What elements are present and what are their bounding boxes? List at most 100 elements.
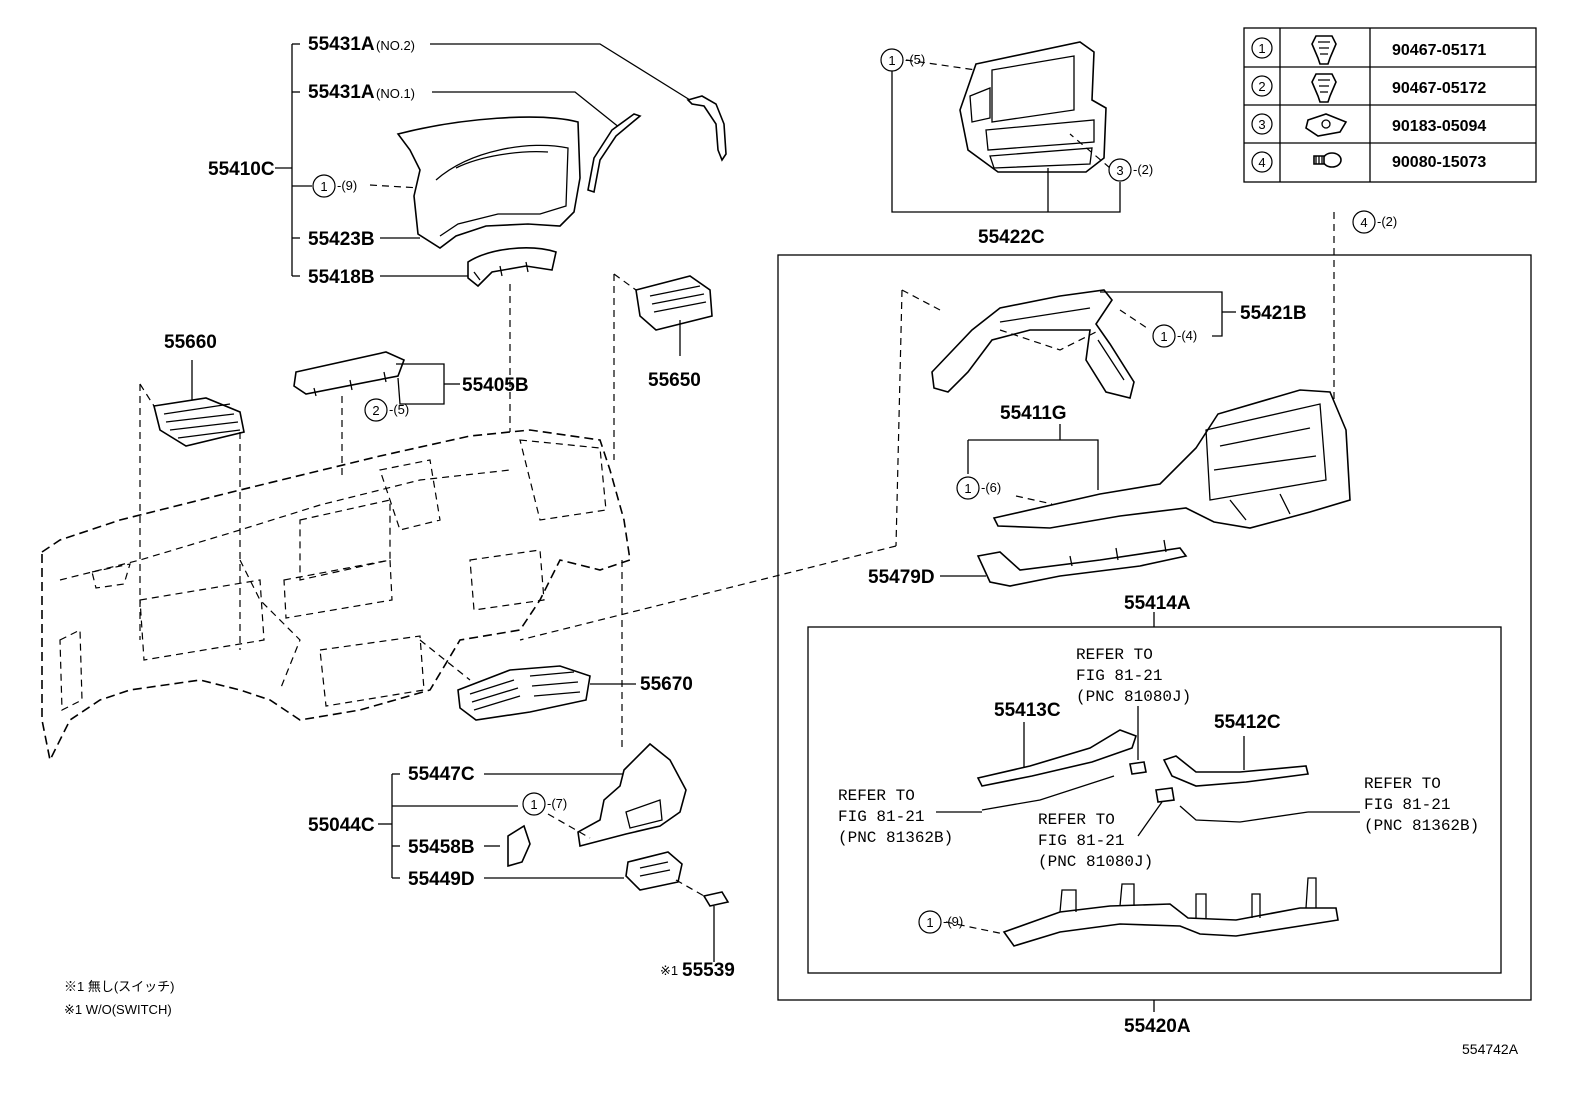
part-55539: 55539 [682,960,735,981]
figure-id: 554742A [1462,1041,1519,1057]
callout-num: 3 [1116,163,1123,178]
legend-num: 3 [1258,117,1265,132]
legend-row-1: 1 90467-05171 [1251,35,1486,65]
part-55411G: 55411G [1000,403,1067,424]
callout-qty: -(5) [389,402,409,417]
legend-row-3: 3 90183-05094 [1251,113,1486,137]
part-55539-mark: ※1 [660,963,678,978]
callout-1-7: 1 -(7) [522,792,567,816]
nut-icon [1305,113,1348,137]
connector-top [1129,761,1147,775]
callout-1-6: 1 -(6) [956,476,1001,500]
callout-qty: -(2) [1377,214,1397,229]
callout-num: 1 [888,53,895,68]
part-55420A: 55420A [1124,1016,1191,1037]
callout-qty: -(9) [337,178,357,193]
callout-num: 1 [926,915,933,930]
part-55431A-no2: 55431A [308,34,375,55]
switch-hole-cover [702,891,730,907]
part-55418B: 55418B [308,267,375,288]
callout-qty: -(5) [905,52,925,67]
part-55412C: 55412C [1214,712,1281,733]
instrument-garnish-55411G [992,389,1351,529]
refer-line: (PNC 81362B) [838,829,953,847]
callout-num: 1 [530,797,537,812]
callout-num: 4 [1360,215,1367,230]
part-55458B: 55458B [408,837,475,858]
refer-note-left: REFER TO FIG 81-21 (PNC 81362B) [838,787,953,847]
legend-row-2: 2 90467-05172 [1251,73,1486,103]
part-55449D: 55449D [408,869,475,890]
trim-strip-55479D [976,547,1188,587]
callout-1-5: 1 -(5) [880,48,925,72]
instrument-panel-outline [41,429,631,763]
part-55660: 55660 [164,332,217,353]
assembly-55420A: 55420A 4 -(2) 1 -(4) 55421B [519,210,1532,1037]
callout-num: 2 [372,403,379,418]
part-55431A-no1-sub: (NO.1) [376,86,415,101]
part-55421B: 55421B [1240,303,1307,324]
callout-3-2: 3 -(2) [1108,158,1153,182]
part-55422C: 55422C [978,227,1045,248]
footnote-english: ※1 W/O(SWITCH) [64,1002,172,1017]
refer-line: (PNC 81080J) [1076,688,1191,706]
refer-note-mid: REFER TO FIG 81-21 (PNC 81080J) [1038,811,1153,871]
refer-line: REFER TO [1038,811,1115,829]
callout-1-4: 1 -(4) [1152,324,1197,348]
side-register-55660: 55660 [139,332,245,650]
refer-line: FIG 81-21 [838,808,924,826]
legend-part-number: 90183-05094 [1392,118,1486,135]
callout-qty: -(4) [1177,328,1197,343]
meter-lower-cover [467,247,557,288]
trim-strip-no1 [587,113,642,194]
switch-bracket [625,851,683,891]
refer-line: FIG 81-21 [1076,667,1162,685]
part-55410C: 55410C [208,159,275,180]
part-55670: 55670 [640,674,693,695]
callout-qty: -(2) [1133,162,1153,177]
legend-part-number: 90467-05172 [1392,80,1486,97]
part-55414A: 55414A [1124,593,1191,614]
refer-line: REFER TO [1076,646,1153,664]
legend-part-number: 90080-15073 [1392,154,1486,171]
lower-finish-panel-group: 1 -(7) 55447C 55044C 55458B 55449D ※1 55… [308,742,735,981]
lower-finish-panel [577,742,687,848]
garnish-55405B: 2 -(5) 55405B [293,351,529,480]
legend-num: 1 [1258,41,1265,56]
part-55413C: 55413C [994,700,1061,721]
legend-row-4: 4 90080-15073 [1251,151,1486,173]
part-55479D: 55479D [868,567,935,588]
lower-panel-insert [507,824,531,868]
center-register-55670: 55670 [419,560,693,750]
garnish-55412C [1162,755,1309,787]
callout-qty: -(6) [981,480,1001,495]
part-55405B: 55405B [462,375,529,396]
refer-line: FIG 81-21 [1038,832,1124,850]
screw-icon [1313,152,1342,168]
part-55650: 55650 [648,370,701,391]
clip-icon [1311,73,1337,103]
callout-4-2: 4 -(2) [1352,210,1397,234]
assembly-55414A: 55414A 55413C 55412C [807,593,1502,974]
part-55431A-no1: 55431A [308,82,375,103]
callout-1-9-hood: 1 -(9) [312,174,357,198]
refer-line: FIG 81-21 [1364,796,1450,814]
callout-num: 1 [964,481,971,496]
connector-mid [1155,787,1175,803]
refer-line: REFER TO [1364,775,1441,793]
legend-part-number: 90467-05171 [1392,42,1486,59]
legend-num: 2 [1258,79,1265,94]
trim-strip-no2 [686,95,727,162]
part-55044C: 55044C [308,815,375,836]
clip-icon [1311,35,1337,65]
footnote-japanese: ※1 無し(スイッチ) [64,979,175,994]
part-55447C: 55447C [408,764,475,785]
callout-num: 1 [1160,329,1167,344]
part-55423B: 55423B [308,229,375,250]
center-register-55650: 55650 [613,273,713,460]
legend-num: 4 [1258,155,1265,170]
fastener-legend-table: 1 90467-05171 2 90467-05172 3 [1243,27,1537,183]
refer-line: REFER TO [838,787,915,805]
footnotes: ※1 無し(スイッチ) ※1 W/O(SWITCH) [64,979,175,1017]
